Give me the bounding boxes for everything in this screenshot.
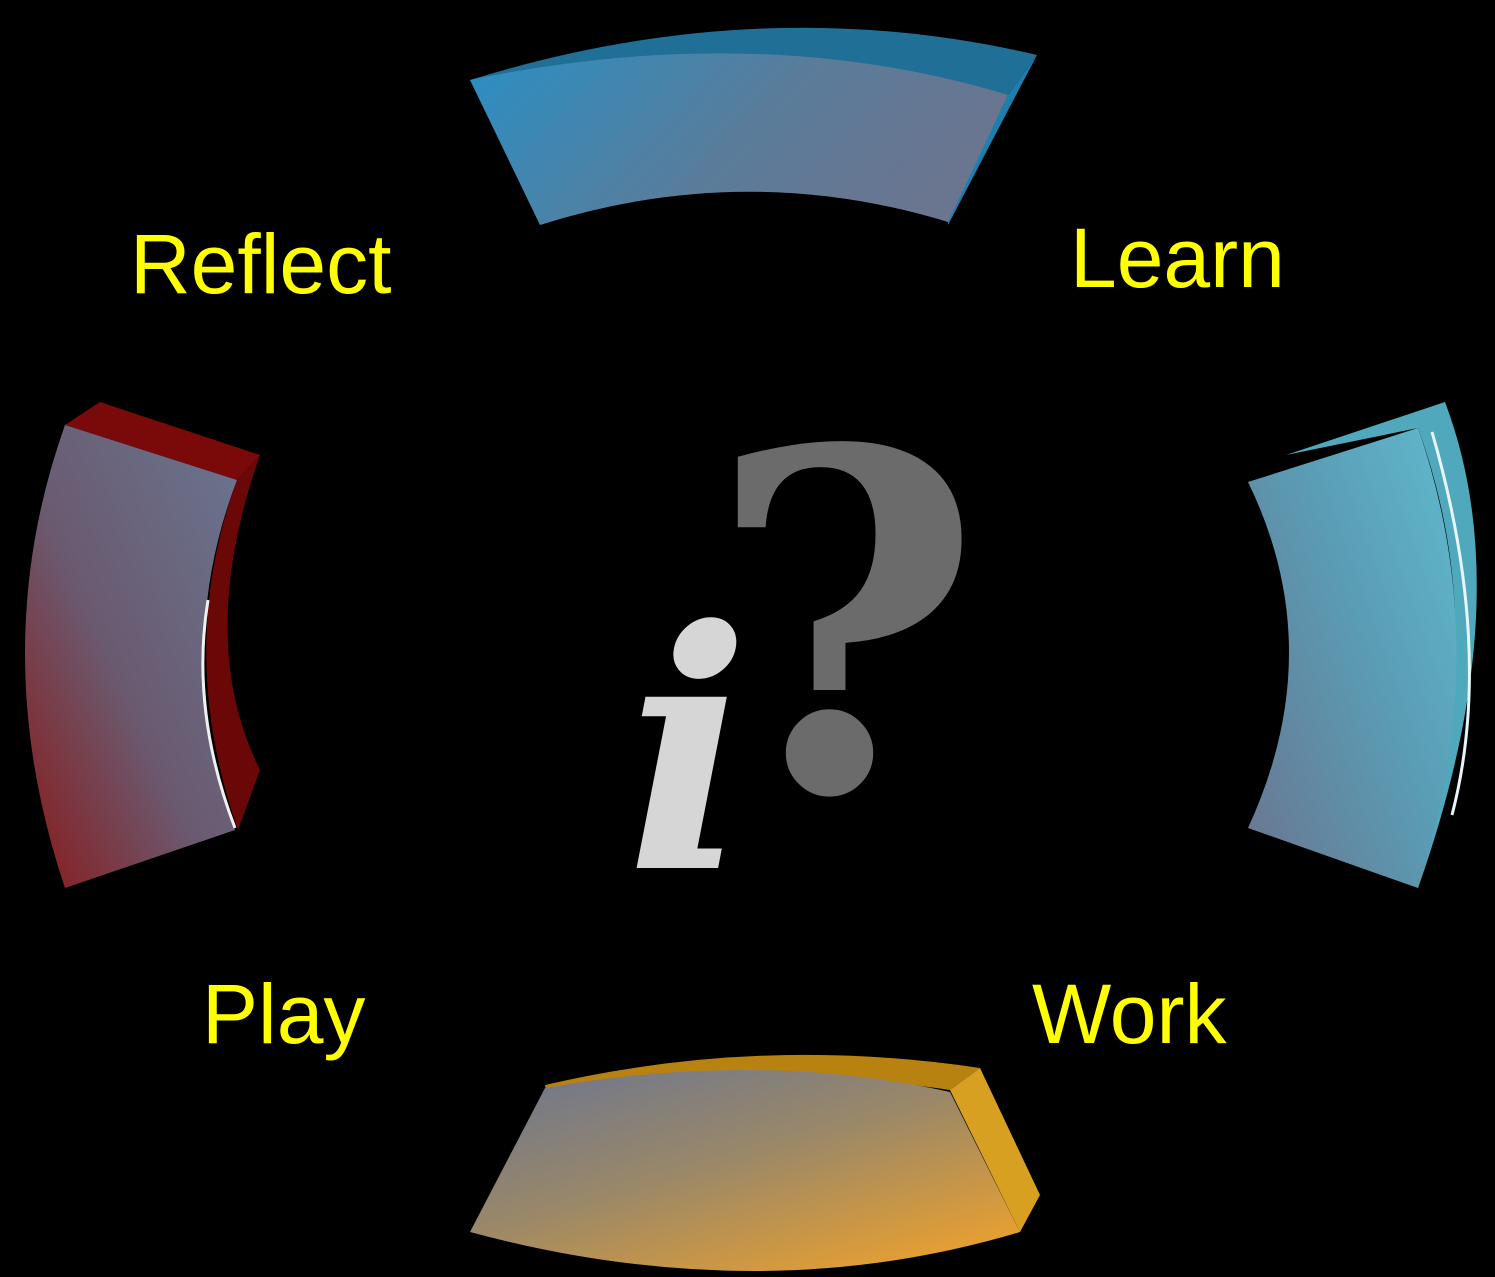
segment-top xyxy=(470,27,1037,225)
label-work: Work xyxy=(1032,967,1227,1061)
segment-right-face xyxy=(1248,428,1457,888)
segment-left-edge xyxy=(65,402,260,480)
info-glyph: i xyxy=(625,558,750,946)
segment-top-side xyxy=(948,55,1037,225)
segment-bottom-side xyxy=(950,1068,1040,1232)
segment-right-edge xyxy=(1286,402,1477,888)
label-play: Play xyxy=(202,967,365,1061)
segment-right xyxy=(1248,402,1477,888)
segment-bottom xyxy=(470,1054,1040,1271)
segment-bottom-face xyxy=(470,1069,1020,1271)
segment-left-face xyxy=(25,425,237,888)
segment-left-highlight xyxy=(201,599,237,829)
segment-left xyxy=(25,402,260,888)
label-reflect: Reflect xyxy=(130,217,391,311)
info-question-icon: ? i xyxy=(625,349,982,946)
segment-right-highlight xyxy=(1430,431,1471,816)
label-learn: Learn xyxy=(1070,211,1285,305)
question-glyph: ? xyxy=(707,349,982,901)
segment-left-side xyxy=(206,455,260,830)
segment-top-face xyxy=(470,53,1008,225)
segment-bottom-edge xyxy=(545,1054,980,1110)
